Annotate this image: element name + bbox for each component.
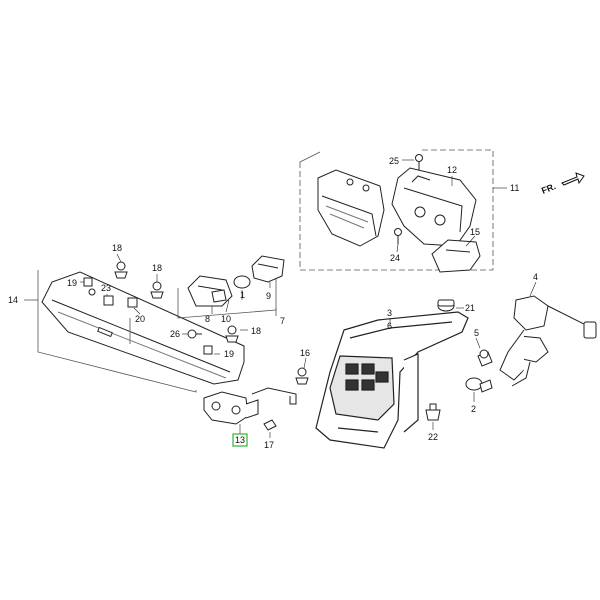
screw-16	[295, 367, 309, 385]
screw-25	[415, 154, 423, 170]
front-arrow-icon	[561, 172, 585, 186]
cap-21	[437, 299, 455, 312]
license-light-socket-1	[233, 275, 251, 289]
license-light-base-9	[251, 255, 285, 283]
callout-6: 6	[387, 321, 392, 331]
callout-11: 11	[510, 183, 519, 193]
high-mount-light-housing	[317, 169, 385, 247]
leader-lines	[80, 159, 537, 438]
license-light-bracket	[177, 278, 277, 319]
tail-light-assembly	[315, 311, 469, 449]
callout-18c: 18	[251, 326, 261, 336]
callout-14: 14	[8, 295, 18, 305]
wire-harness-13	[251, 387, 297, 405]
high-mount-light-lens	[431, 239, 481, 273]
callout-4: 4	[533, 272, 538, 282]
callout-15: 15	[470, 227, 480, 237]
callout-22: 22	[428, 432, 438, 442]
callout-10: 10	[221, 314, 231, 324]
high-mount-light-base	[391, 167, 477, 247]
callout-24: 24	[390, 253, 400, 263]
screw-17	[263, 419, 277, 431]
garnish-bracket	[24, 270, 197, 393]
callouts: 25 12 11 15 24 18 18 19 14 23 20 10 8 1 …	[8, 156, 538, 450]
clip-19a	[83, 277, 93, 287]
bulb-5	[477, 349, 493, 367]
callout-16: 16	[300, 348, 310, 358]
socket-harness-4	[499, 295, 597, 387]
callout-26: 26	[170, 329, 180, 339]
screw-24	[394, 228, 402, 244]
callout-1: 1	[240, 290, 245, 300]
callout-19b: 19	[224, 349, 234, 359]
spoiler-light-group	[299, 149, 507, 271]
nut-18b	[150, 281, 164, 299]
callout-18b: 18	[152, 263, 162, 273]
license-light-bulb-10	[211, 289, 227, 303]
harness-13-light	[203, 391, 259, 425]
clip-23	[103, 295, 114, 306]
callout-21: 21	[465, 303, 475, 313]
callout-7: 7	[280, 316, 285, 326]
callout-13: 13	[235, 435, 245, 445]
bulb-2	[465, 377, 493, 393]
callout-19a: 19	[67, 278, 77, 288]
callout-12: 12	[447, 165, 457, 175]
nut-18a	[114, 261, 128, 279]
clip-22	[425, 403, 441, 421]
callout-13-highlight-box	[232, 433, 248, 447]
callout-17: 17	[264, 440, 274, 450]
callout-3: 3	[387, 308, 392, 318]
callout-20: 20	[135, 314, 145, 324]
callout-5: 5	[474, 328, 479, 338]
rear-license-garnish	[41, 271, 245, 385]
clip-19b	[203, 345, 213, 355]
callout-18a: 18	[112, 243, 122, 253]
callout-9: 9	[266, 291, 271, 301]
callout-23: 23	[101, 283, 111, 293]
callout-25: 25	[389, 156, 399, 166]
callout-2: 2	[471, 404, 476, 414]
clip-20	[127, 297, 138, 308]
callout-8: 8	[205, 314, 210, 324]
nut-18c	[225, 325, 239, 343]
